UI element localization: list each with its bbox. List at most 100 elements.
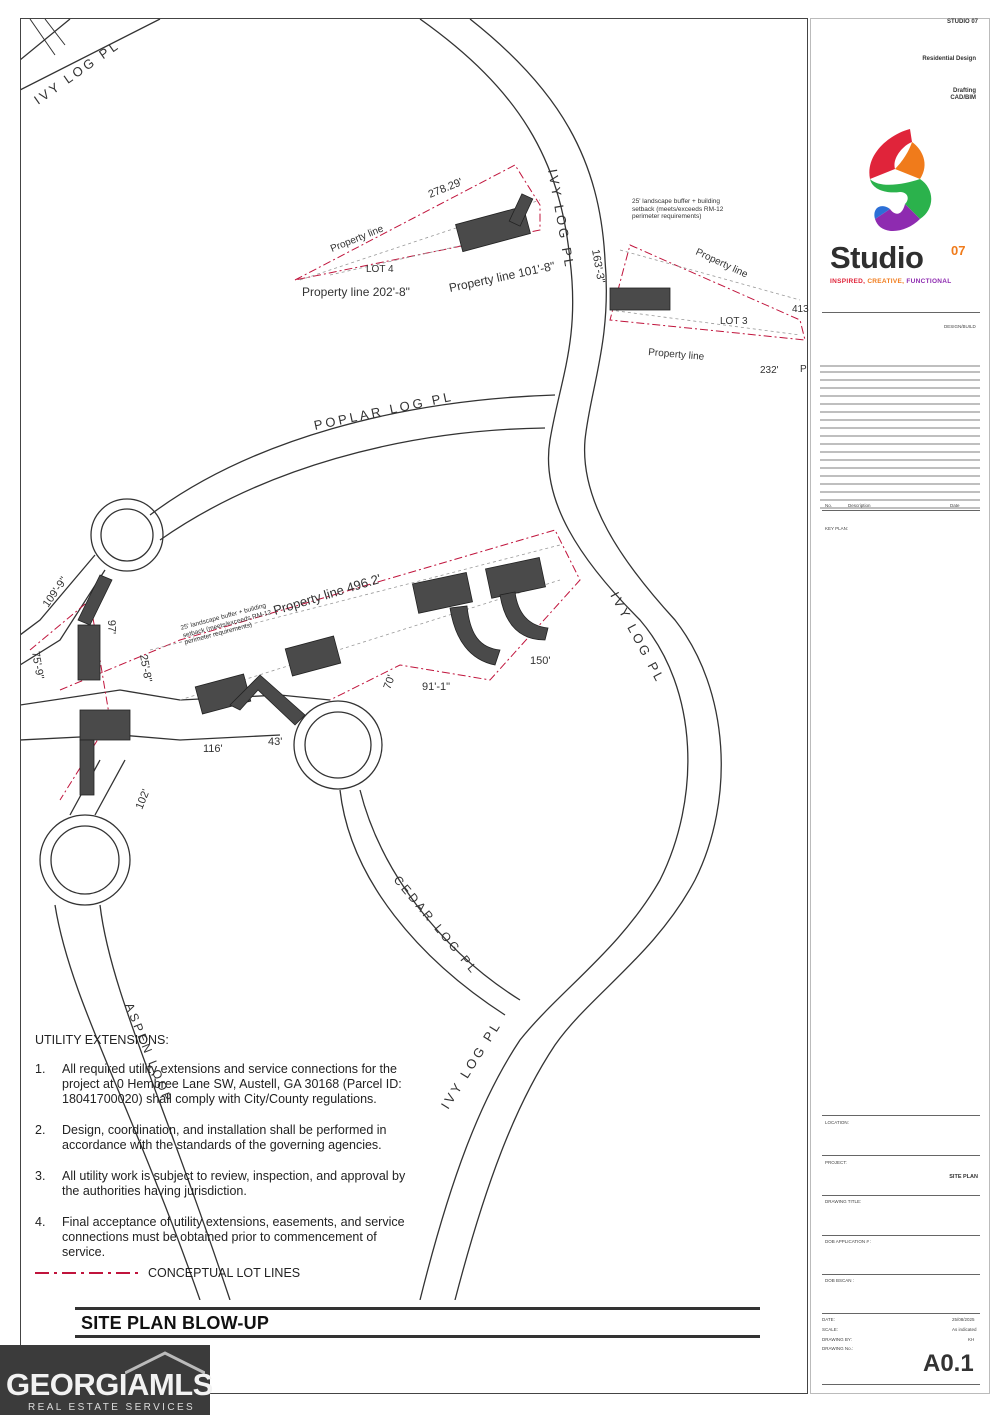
tagline-a: INSPIRED, — [830, 278, 868, 285]
building-f — [77, 624, 101, 681]
lot-4-label: LOT 4 — [366, 264, 394, 275]
col-description: Description — [848, 503, 871, 508]
building-lot3 — [609, 287, 671, 311]
key-plan-label: KEY PLAN: — [825, 526, 849, 531]
dim-lot3-right: 413 — [792, 304, 809, 315]
note-number: 1. — [35, 1062, 46, 1076]
note-item: 3. All utility work is subject to review,… — [35, 1169, 415, 1199]
watermark-sub: REAL ESTATE SERVICES — [28, 1402, 196, 1413]
note-text: Design, coordination, and installation s… — [62, 1123, 387, 1152]
dob-application-label: DOB APPLICATION # : — [825, 1239, 872, 1244]
road-aspen-loop — [54, 904, 231, 1300]
road-cedar-log — [339, 789, 521, 1016]
watermark-name: GEORGIAMLS — [6, 1367, 213, 1402]
service-cad: CAD/BIM — [950, 95, 976, 101]
buffer-note-left: 25' landscape buffer + building setback … — [180, 602, 272, 646]
design-build-label: DESIGN/BUILD — [944, 324, 976, 329]
studio07-logo-icon — [869, 129, 932, 232]
building-b — [484, 557, 546, 599]
label-lot3-bottom: Property line — [648, 347, 705, 363]
lot-line-swatch — [35, 1272, 140, 1274]
street-label-ivy-lower-right: IVY LOG PL — [607, 589, 668, 685]
roof-icon — [125, 1351, 205, 1375]
note-number: 2. — [35, 1123, 46, 1137]
dim-109-9: 109'-9" — [41, 575, 70, 610]
dim-116: 116' — [203, 743, 223, 755]
dim-75-9: 75'-9" — [29, 650, 46, 680]
service-drafting: Drafting — [953, 88, 976, 94]
col-date: Date — [950, 503, 960, 508]
buffer-note-top: 25' landscape buffer + building setback … — [632, 198, 723, 220]
building-a — [411, 572, 473, 614]
note-number: 4. — [35, 1215, 46, 1229]
dim-lot4-top: 278.29' — [427, 176, 465, 201]
project-label: PROJECT: — [825, 1160, 847, 1165]
sheet-number: A0.1 — [923, 1350, 974, 1377]
road-ivy-log-top-left — [21, 19, 161, 91]
drawing-banner: SITE PLAN BLOW-UP — [75, 1307, 760, 1338]
divider — [822, 510, 980, 511]
georgia-mls-watermark: GEORGIAMLS REAL ESTATE SERVICES — [0, 1345, 213, 1415]
drawn-by-label: DRAWING BY: — [822, 1337, 852, 1342]
brand-name: Studio — [830, 240, 924, 275]
divider — [822, 1313, 980, 1314]
dim-70: 70' — [382, 673, 398, 691]
legend-label: CONCEPTUAL LOT LINES — [148, 1266, 301, 1280]
divider — [822, 1235, 980, 1236]
street-label-ivy-bottom: IVY LOG PL — [438, 1018, 504, 1112]
street-label-ivy-top: IVY LOG PL — [31, 37, 123, 107]
driveway-a — [449, 605, 501, 666]
lot4-boundary — [294, 164, 541, 281]
dob-bscan-label: DOB BSCAN : — [825, 1278, 855, 1283]
building-c — [284, 635, 342, 677]
cul-de-sac-1 — [90, 498, 164, 572]
title-block — [810, 18, 990, 1394]
note-item: 2. Design, coordination, and installation… — [35, 1123, 415, 1153]
tagline-c: FUNCTIONAL — [906, 278, 952, 285]
label-lot4-line: Property line — [329, 223, 386, 254]
cul-de-sac-3 — [39, 814, 131, 906]
col-no: No. — [825, 503, 833, 508]
divider — [822, 1195, 980, 1196]
dim-91-1: 91'-1" — [422, 681, 450, 693]
dim-lot3-vertical: 163'-3" — [589, 248, 607, 284]
cul-de-sac-2 — [293, 700, 383, 790]
dim-25-8: 25'-8" — [137, 653, 154, 683]
drawn-by-value: KH — [968, 1337, 975, 1342]
divider — [822, 312, 980, 313]
divider — [822, 1274, 980, 1275]
scale-value: As indicated — [952, 1327, 977, 1332]
drawing-sheet — [20, 18, 808, 1394]
brand-sup: 07 — [951, 243, 966, 258]
service-residential: Residential Design — [922, 56, 976, 62]
dim-lot3-bottom: 232' — [760, 365, 779, 376]
divider — [822, 1155, 980, 1156]
tagline-b: CREATIVE, — [867, 278, 907, 285]
legend: CONCEPTUAL LOT LINES — [35, 1266, 300, 1280]
dim-97: 97' — [105, 620, 117, 635]
note-item: 1. All required utility extensions and se… — [35, 1062, 415, 1107]
revision-table — [820, 365, 980, 509]
divider — [822, 1115, 980, 1116]
note-text: Final acceptance of utility extensions, … — [62, 1215, 405, 1259]
scale-label: SCALE: — [822, 1327, 839, 1332]
dim-150: 150' — [530, 655, 550, 667]
drawing-title-label: DRAWING TITLE: — [825, 1199, 862, 1204]
dim-lot4-bottom-right: Property line 101'-8" — [448, 259, 557, 295]
site-plan-drawing: IVY LOG PL IVY LOG PL IVY LOG PL IVY LOG… — [21, 19, 809, 1300]
brand-tagline: INSPIRED, CREATIVE, FUNCTIONAL — [830, 278, 952, 285]
lot-3-label: LOT 3 — [720, 316, 748, 327]
note-text: All required utility extensions and serv… — [62, 1062, 402, 1106]
studio-code: STUDIO 07 — [946, 19, 978, 25]
street-label-poplar: POPLAR LOG PL — [313, 389, 455, 433]
building-e — [79, 709, 131, 741]
project-value: SITE PLAN — [949, 1174, 978, 1180]
label-lot3-line: Property line — [694, 247, 750, 281]
note-number: 3. — [35, 1169, 46, 1183]
date-value: 25/08/2025 — [952, 1317, 975, 1322]
location-label: LOCATION: — [825, 1120, 849, 1125]
dim-102: 102' — [134, 788, 153, 811]
utility-extension-notes: UTILITY EXTENSIONS: 1.All required utili… — [35, 1033, 415, 1276]
drawing-no-label: DRAWING No.: — [822, 1346, 854, 1351]
note-text: All utility work is subject to review, i… — [62, 1169, 406, 1198]
